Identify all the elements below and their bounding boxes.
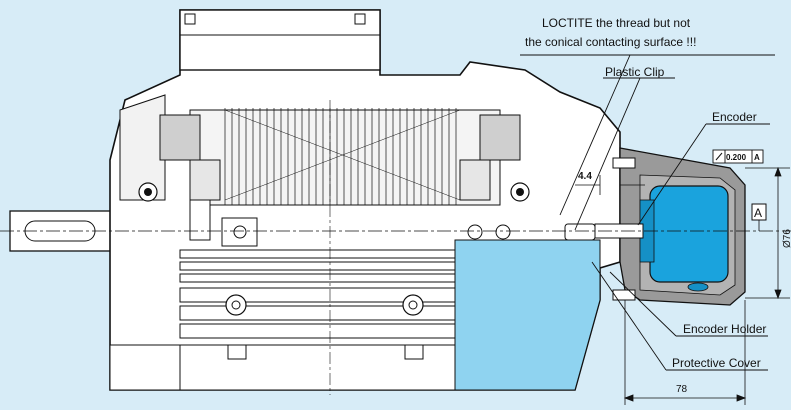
protective-cover-shape [454, 239, 601, 391]
gap-dimension [575, 175, 645, 195]
length-value: 78 [676, 384, 688, 395]
gap-dimension-value: 4.4 [578, 171, 592, 182]
tolerance-value: 0.200 [726, 153, 747, 162]
tolerance-frame [712, 149, 764, 164]
encoder-holder-label: Encoder Holder [683, 322, 766, 336]
stator-laminations [224, 108, 461, 205]
diameter-dimension [745, 166, 790, 300]
encoder-label: Encoder [712, 110, 757, 124]
winding-heads [159, 114, 521, 201]
datum-label: A [754, 206, 762, 220]
bearings [138, 182, 530, 202]
leader-lines [520, 54, 775, 371]
loctite-note-line2: the conical contacting surface !!! [525, 35, 696, 49]
tolerance-datum: A [754, 153, 760, 162]
protective-cover-label: Protective Cover [672, 356, 761, 370]
loctite-note-line1: LOCTITE the thread but not [542, 16, 691, 30]
cooling-fins [109, 249, 456, 391]
mounting-bolts [189, 199, 511, 360]
plastic-clip-label: Plastic Clip [605, 65, 665, 79]
diameter-value: Ø76 [782, 229, 791, 248]
plastic-clip-shape [564, 223, 596, 241]
holder-bolts [612, 157, 636, 301]
length-dimension [623, 300, 747, 405]
